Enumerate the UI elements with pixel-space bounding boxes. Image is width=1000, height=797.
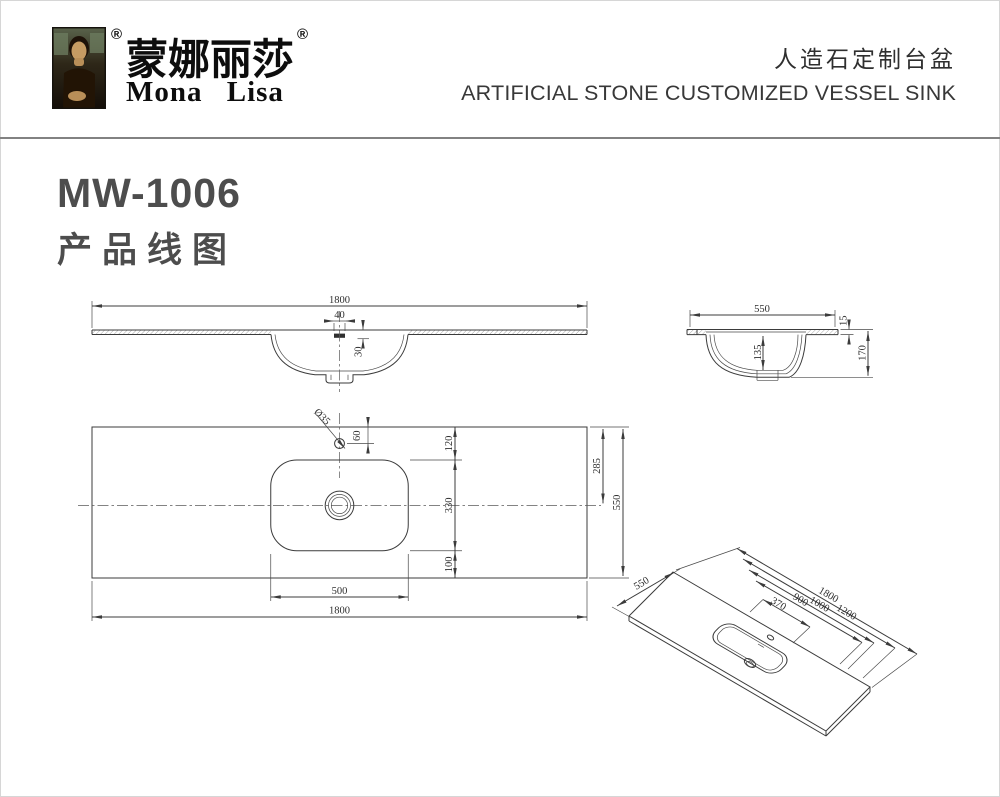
dim-side-bowl-depth: 135 bbox=[753, 345, 764, 361]
front-counter-hatch-left bbox=[92, 330, 271, 335]
plan-view: Ø35 60 120 330 100 285 550 500 1800 bbox=[78, 407, 629, 621]
front-bowl-outline bbox=[270, 334, 409, 384]
dim-iso-depth: 550 bbox=[632, 575, 651, 592]
dim-plan-edge-to-bowl: 120 bbox=[444, 436, 455, 452]
dim-plan-hole-dia: Ø35 bbox=[311, 407, 332, 428]
plan-bowl-outline bbox=[270, 459, 409, 552]
front-view: 1800 40 30 bbox=[91, 295, 588, 392]
dim-side-height: 170 bbox=[858, 345, 869, 361]
registered-mark: ® bbox=[297, 26, 309, 43]
dim-front-width: 1800 bbox=[329, 295, 350, 306]
brand-name-english: Mona Lisa bbox=[126, 76, 284, 108]
dim-plan-depth: 550 bbox=[612, 495, 623, 511]
dim-front-hole-depth: 30 bbox=[354, 347, 365, 358]
dim-iso-900: 900 bbox=[791, 592, 810, 609]
header-divider bbox=[0, 137, 1000, 139]
dim-plan-width: 1800 bbox=[329, 606, 350, 617]
dim-front-hole-width: 40 bbox=[334, 310, 345, 321]
plan-countertop bbox=[91, 426, 588, 579]
title-block: MW-1006 产品线图 bbox=[57, 170, 241, 273]
registered-mark: ® bbox=[111, 26, 123, 43]
isometric-view: 550 370 900 1000 1200 1800 bbox=[611, 547, 918, 737]
dim-plan-bowl-width: 500 bbox=[332, 586, 348, 597]
front-countertop bbox=[91, 329, 588, 335]
front-counter-hatch-right bbox=[408, 330, 587, 335]
brand-name-chinese: 蒙娜丽莎 bbox=[126, 38, 295, 84]
product-title-english: ARTIFICIAL STONE CUSTOMIZED VESSEL SINK bbox=[461, 81, 956, 105]
plan-drain bbox=[324, 490, 355, 521]
dim-plan-bowl-length: 330 bbox=[444, 498, 455, 514]
dim-plan-bowl-to-edge: 100 bbox=[444, 557, 455, 573]
header-product-titles: 人造石定制台盆 ARTIFICIAL STONE CUSTOMIZED VESS… bbox=[461, 40, 956, 106]
side-countertop bbox=[686, 329, 839, 336]
side-view: 550 135 15 170 bbox=[686, 304, 873, 381]
dim-side-depth: 550 bbox=[754, 304, 770, 315]
iso-drain bbox=[743, 658, 757, 668]
model-number: MW-1006 bbox=[57, 170, 241, 216]
drawing-subtitle: 产品线图 bbox=[57, 231, 238, 270]
iso-countertop-thickness bbox=[628, 616, 871, 737]
dim-side-thickness: 15 bbox=[839, 316, 850, 327]
mona-lisa-painting-icon bbox=[52, 27, 106, 109]
plan-centerlines bbox=[78, 413, 601, 506]
dim-plan-edge-to-center: 285 bbox=[592, 458, 603, 474]
dim-plan-hole-offset: 60 bbox=[352, 431, 363, 442]
product-title-chinese: 人造石定制台盆 bbox=[774, 46, 956, 72]
